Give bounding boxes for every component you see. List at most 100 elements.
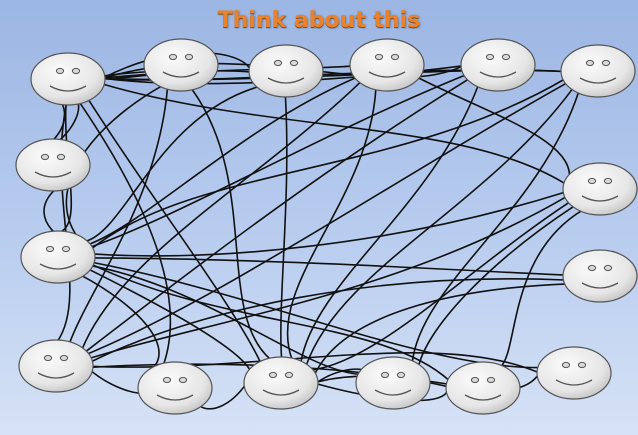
smiley-face-icon xyxy=(30,52,106,106)
connection-line xyxy=(43,188,63,239)
face-eye xyxy=(184,53,194,61)
face-eye xyxy=(396,371,406,379)
smiley-face-icon xyxy=(20,230,96,284)
connection-line xyxy=(305,87,574,367)
face-smile xyxy=(156,394,194,401)
face-outline xyxy=(562,249,638,303)
connection-line xyxy=(190,87,272,361)
connection-line xyxy=(92,191,566,257)
face-eye xyxy=(485,53,495,61)
connection-line xyxy=(89,74,467,248)
face-eye xyxy=(501,53,511,61)
connection-line xyxy=(286,87,377,361)
face-eye xyxy=(56,153,66,161)
connection-line xyxy=(310,201,571,371)
connection-line xyxy=(78,101,172,366)
connection-line xyxy=(90,264,361,376)
face-outline xyxy=(15,138,91,192)
face-eye xyxy=(273,59,283,67)
face-smile xyxy=(581,195,619,202)
face-smile xyxy=(479,71,517,78)
face-smile xyxy=(374,389,412,396)
smiley-face-icon xyxy=(355,356,431,410)
smiley-face-icon xyxy=(536,346,612,400)
connection-line xyxy=(90,78,566,250)
smiley-face-icon xyxy=(143,38,219,92)
face-eye xyxy=(71,67,81,75)
face-eye xyxy=(577,361,587,369)
connection-line xyxy=(411,90,580,364)
face-outline xyxy=(143,38,219,92)
connection-line xyxy=(92,257,566,276)
face-outline xyxy=(562,162,638,216)
face-eye xyxy=(289,59,299,67)
connection-line xyxy=(300,84,479,364)
face-smile xyxy=(262,389,300,396)
connection-line xyxy=(81,80,362,351)
face-smile xyxy=(555,379,593,386)
connection-line xyxy=(87,76,358,246)
face-eye xyxy=(470,376,480,384)
face-eye xyxy=(168,53,178,61)
smiley-face-icon xyxy=(137,361,213,415)
connection-line xyxy=(87,98,262,364)
connection-line xyxy=(86,82,568,355)
face-eye xyxy=(55,67,65,75)
face-eye xyxy=(486,376,496,384)
face-eye xyxy=(374,53,384,61)
connection-line xyxy=(84,78,470,353)
slide-title: Think about this xyxy=(217,8,421,33)
smiley-face-icon xyxy=(15,138,91,192)
face-eye xyxy=(43,354,53,362)
connection-line xyxy=(416,76,571,178)
face-smile xyxy=(464,394,502,401)
face-smile xyxy=(39,263,77,270)
face-eye xyxy=(380,371,390,379)
face-smile xyxy=(37,372,75,379)
connection-line xyxy=(417,205,576,367)
face-eye xyxy=(603,264,613,272)
connection-line xyxy=(89,278,567,363)
face-smile xyxy=(579,77,617,84)
face-smile xyxy=(34,171,72,178)
smiley-face-icon xyxy=(562,249,638,303)
face-outline xyxy=(248,44,324,98)
face-eye xyxy=(162,376,172,384)
face-outline xyxy=(536,346,612,400)
face-eye xyxy=(45,245,55,253)
face-outline xyxy=(20,230,96,284)
connection-line xyxy=(280,94,288,360)
face-eye xyxy=(561,361,571,369)
smiley-face-icon xyxy=(243,356,319,410)
smiley-face-icon xyxy=(349,38,425,92)
face-outline xyxy=(445,361,521,415)
face-eye xyxy=(284,371,294,379)
face-eye xyxy=(40,153,50,161)
face-eye xyxy=(268,371,278,379)
face-outline xyxy=(137,361,213,415)
connection-line xyxy=(101,83,567,185)
face-eye xyxy=(601,59,611,67)
smiley-face-icon xyxy=(248,44,324,98)
smiley-face-icon xyxy=(445,361,521,415)
connection-lines xyxy=(43,51,583,410)
face-smile xyxy=(49,85,87,92)
face-eye xyxy=(603,177,613,185)
face-outline xyxy=(355,356,431,410)
connection-line xyxy=(68,87,169,344)
face-outline xyxy=(30,52,106,106)
connection-line xyxy=(90,263,451,382)
connection-line xyxy=(88,195,568,360)
face-outline xyxy=(560,44,636,98)
face-eye xyxy=(585,59,595,67)
face-eye xyxy=(390,53,400,61)
face-outline xyxy=(460,38,536,92)
face-eye xyxy=(178,376,188,384)
face-smile xyxy=(368,71,406,78)
face-nodes xyxy=(15,38,638,415)
connection-line xyxy=(80,274,160,371)
face-eye xyxy=(587,177,597,185)
smiley-face-icon xyxy=(18,339,94,393)
connection-line xyxy=(313,283,568,376)
